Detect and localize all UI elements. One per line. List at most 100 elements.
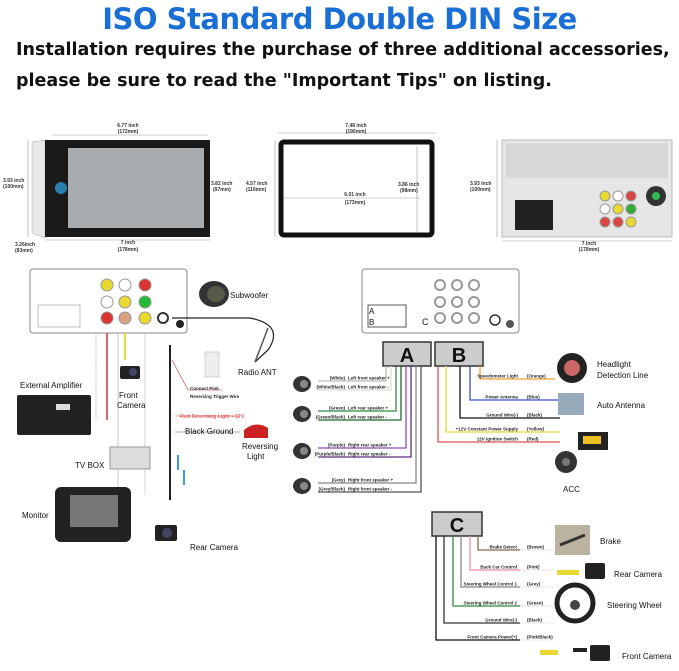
wire-color-label: (Pink) (527, 565, 540, 570)
wire-function-label: Steering Wheel Control 1 (463, 582, 517, 587)
front-camera-icon-right (540, 645, 610, 661)
wire-function-label: +12V Constant Power Supply (456, 427, 519, 432)
wire-function-label: Right front speaker - (348, 487, 393, 492)
battery-icon (578, 432, 608, 450)
wire-color-label: (Green) (329, 406, 346, 411)
dim-frame-inner-height-mm: (98mm) (400, 188, 418, 194)
wire-color-label: (Green/Black) (316, 415, 346, 420)
wire-a (318, 366, 422, 493)
dim-unit-height-mm: (100mm) (3, 184, 24, 190)
connector-b-label: B (452, 345, 466, 367)
dim-frame-inner-width-mm: (173mm) (345, 200, 366, 206)
page-title: ISO Standard Double DIN Size (102, 2, 577, 36)
wire-color-label: (Orange) (527, 374, 546, 379)
wire-function-label: Right rear speaker + (348, 443, 392, 448)
wire-function-label: Right rear speaker - (348, 452, 391, 457)
external-amplifier-label: External Amplifier (20, 381, 83, 390)
dim-frame-height: 4.57 inch (246, 181, 267, 187)
wire-function-label: Front Camera Power(+) (467, 635, 517, 640)
wire-color-label: (Pink/Black) (527, 635, 553, 640)
speaker-icon (293, 478, 311, 494)
dim-unit-width: 6.77 inch (117, 123, 138, 129)
wire-a (318, 366, 407, 449)
headlight-label: Headlight (597, 360, 632, 369)
red-reversing-light-label: Red Reversing Light +12V (180, 414, 245, 420)
wire-function-label: Left rear speaker + (348, 406, 389, 411)
wire-function-label: Left rear speaker - (348, 415, 388, 420)
front-camera-label: Front (119, 391, 138, 400)
rear-camera-label-right: Rear Camera (614, 570, 663, 579)
monitor-label: Monitor (22, 511, 49, 520)
trigger-wire-label-2: Reversing Trigger Wire (190, 394, 240, 399)
reversing-light-label: Reversing (242, 442, 278, 451)
wire-color-label: (Purple/Black) (315, 452, 346, 457)
dim-unit-height: 3.93 inch (3, 178, 24, 184)
subwoofer-label: Subwoofer (230, 291, 269, 300)
steering-wheel-icon (554, 582, 596, 624)
connector-c (431, 511, 483, 537)
wire-a (318, 366, 387, 382)
tv-box-label: TV BOX (75, 461, 105, 470)
wire-color-label: (Blue) (527, 395, 540, 400)
wire-c (435, 536, 520, 641)
reversing-light-label-2: Light (247, 452, 265, 461)
wire-function-label: Power Antenna (485, 395, 518, 400)
port-c-label: C (422, 317, 429, 327)
subtitle-line-1: Installation requires the purchase of th… (16, 40, 670, 60)
wire-color-label: (White/Black) (316, 385, 345, 390)
wire-c (460, 536, 520, 588)
wire-b (479, 366, 555, 380)
wire-b (469, 366, 560, 401)
wire-function-label: Brake Detect (489, 545, 517, 550)
dim-depth: 3.26inch (15, 242, 35, 248)
wire-function-label: 12V Ignition Switch (477, 437, 519, 442)
connector-a (382, 341, 432, 367)
headlight-label-2: Detection Line (597, 371, 649, 380)
front-camera-label-right: Front Camera (622, 652, 672, 661)
wire-color-label: (Grey) (332, 478, 346, 483)
wire-color-label: (Grey/Black) (318, 487, 345, 492)
wire-function-label: Left front speaker - (348, 385, 389, 390)
acc-label: ACC (563, 485, 580, 494)
wire-color-label: (Black) (527, 618, 543, 623)
wire-color-label: (Brown) (527, 545, 544, 550)
reversing-light-icon (244, 424, 268, 438)
wire-function-label: Steering Wheel Control 2 (463, 601, 517, 606)
wire-a (318, 366, 392, 391)
wire-c (477, 536, 520, 551)
wire-function-label: Right front speaker + (348, 478, 394, 483)
wire-b (459, 366, 560, 419)
headlight-icon (557, 353, 587, 383)
auto-antenna-label: Auto Antenna (597, 401, 646, 410)
wire-function-label: Ground Wire(-) (486, 413, 518, 418)
harness-diagram: AB C A B C (White)Left front speaker +(W… (293, 268, 672, 661)
dim-back-width-mm: (178mm) (579, 247, 600, 253)
dim-frame-height-mm: (116mm) (246, 187, 267, 193)
speaker-icon (293, 376, 311, 392)
front-camera-label-2: Camera (117, 401, 146, 410)
dim-bottom-width: 7 inch (121, 240, 135, 246)
wire-function-label: Back Car Control (480, 565, 517, 570)
wire-function-label: Speedometer Light (477, 374, 518, 379)
head-unit-front-view: 6.77 inch (172mm) 3.93 inch (100mm) 3.82… (3, 123, 232, 254)
wire-color-label: (Red) (527, 437, 539, 442)
wire-c (443, 536, 520, 624)
wire-function-label: Left front speaker + (348, 376, 390, 381)
front-camera-icon (120, 366, 140, 379)
auto-antenna-icon (558, 393, 584, 415)
svg-text:A: A (369, 307, 375, 316)
subtitle-line-2: please be sure to read the "Important Ti… (16, 71, 552, 91)
dim-back-height: 3.93 inch (470, 181, 491, 187)
dim-frame-inner-width: 6.01 inch (344, 192, 365, 198)
dim-frame-width-mm: (190mm) (346, 129, 367, 135)
svg-text:B: B (369, 318, 374, 327)
dim-unit-width-mm: (172mm) (118, 129, 139, 135)
radio-ant-label: Radio ANT (238, 368, 277, 377)
dim-depth-mm: (83mm) (15, 248, 33, 254)
rear-camera-icon-right (557, 563, 605, 579)
brake-pedal-icon (555, 525, 590, 555)
wire-a (318, 366, 412, 458)
connector-b (434, 341, 484, 367)
connector-a-label: A (400, 345, 414, 367)
wire-color-label: (Yellow) (527, 427, 545, 432)
